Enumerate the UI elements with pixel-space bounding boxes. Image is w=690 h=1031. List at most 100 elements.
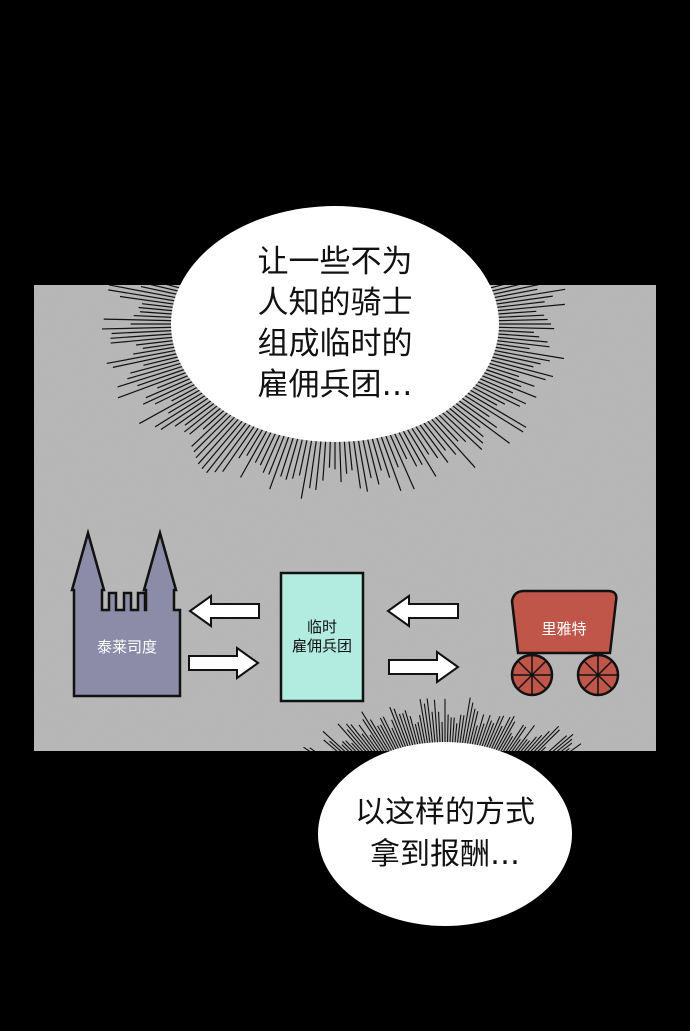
burst-line — [459, 219, 508, 252]
burst-line — [345, 740, 357, 751]
burst-line — [450, 216, 486, 245]
burst-line — [206, 419, 249, 474]
burst-line — [279, 824, 322, 827]
burst-line — [299, 750, 300, 751]
burst-line — [494, 326, 555, 330]
burst-line — [362, 719, 385, 751]
burst-line — [348, 437, 353, 471]
burst-line — [375, 434, 391, 478]
burst-line — [191, 193, 234, 235]
burst-line — [323, 739, 338, 751]
burst-line — [282, 778, 333, 797]
burst-line — [138, 306, 177, 312]
burst-line — [361, 733, 376, 751]
burst-line — [545, 759, 584, 782]
burst-line — [396, 428, 418, 467]
burst-line — [392, 429, 408, 460]
burst-line — [195, 204, 231, 237]
burst-line — [384, 170, 402, 215]
burst-line — [254, 428, 274, 463]
burst-line — [483, 364, 520, 378]
burst-line — [487, 715, 505, 751]
castle-shape — [70, 528, 182, 698]
burst-line — [478, 373, 537, 398]
burst-line — [520, 740, 530, 751]
burst-line — [280, 434, 295, 477]
burst-line — [369, 719, 390, 751]
burst-line — [361, 711, 387, 751]
burst-line — [485, 361, 546, 381]
burst-line — [466, 708, 476, 748]
burst-line — [456, 208, 515, 250]
burst-line — [106, 349, 180, 365]
burst-line — [453, 217, 494, 247]
burst-line — [362, 169, 371, 211]
burst-line — [295, 152, 308, 212]
burst-line — [503, 736, 514, 751]
burst-line — [568, 829, 611, 830]
burst-line — [174, 398, 215, 427]
burst-line — [139, 387, 204, 425]
burst-line — [262, 431, 282, 473]
burst-line — [117, 364, 187, 388]
burst-line — [370, 434, 382, 471]
burst-line — [292, 166, 304, 212]
burst-line — [376, 159, 394, 213]
burst-line — [140, 285, 181, 296]
burst-line — [288, 823, 323, 826]
wagon-wheel-left — [510, 653, 554, 697]
burst-line — [110, 336, 177, 344]
burst-line — [568, 826, 623, 829]
burst-line — [484, 716, 501, 751]
burst-line — [540, 759, 569, 778]
burst-line — [305, 767, 342, 786]
burst-line — [462, 234, 494, 254]
burst-line — [299, 755, 346, 783]
burst-line — [473, 714, 485, 749]
burst-line — [239, 427, 270, 478]
burst-line — [282, 802, 326, 811]
burst-line — [189, 405, 224, 435]
burst-line — [500, 732, 512, 751]
burst-line — [446, 714, 449, 747]
burst-line — [380, 156, 401, 214]
burst-line — [346, 729, 367, 751]
burst-line — [284, 782, 332, 799]
burst-line — [108, 285, 180, 299]
burst-line — [262, 185, 277, 217]
burst-line — [494, 318, 548, 322]
burst-line — [345, 723, 370, 751]
burst-line — [304, 776, 338, 791]
burst-line — [133, 314, 176, 319]
burst-line — [195, 413, 238, 459]
burst-line — [341, 744, 350, 751]
burst-line — [552, 771, 596, 791]
burst-line — [155, 227, 205, 257]
speech-bubble-bottom: 以这样的方式 拿到报酬… — [318, 742, 572, 926]
burst-line — [429, 186, 470, 231]
burst-line — [436, 202, 470, 236]
burst-line — [232, 168, 264, 222]
burst-line — [463, 702, 474, 748]
burst-line — [193, 411, 235, 453]
burst-line — [425, 184, 463, 229]
burst-line — [369, 734, 382, 751]
burst-line — [176, 216, 217, 247]
burst-line — [322, 437, 327, 481]
burst-line — [349, 166, 354, 210]
burst-line — [137, 367, 188, 387]
burst-line — [489, 285, 540, 296]
burst-line — [563, 794, 620, 808]
burst-line — [560, 791, 601, 803]
burst-line — [564, 804, 601, 812]
burst-line — [452, 400, 510, 444]
burst-line — [482, 268, 515, 279]
burst-line — [350, 724, 373, 751]
burst-line — [295, 766, 340, 788]
burst-line — [154, 382, 199, 405]
burst-line — [168, 390, 206, 414]
burst-line — [561, 793, 604, 805]
burst-line — [329, 158, 331, 210]
burst-line — [108, 289, 179, 302]
